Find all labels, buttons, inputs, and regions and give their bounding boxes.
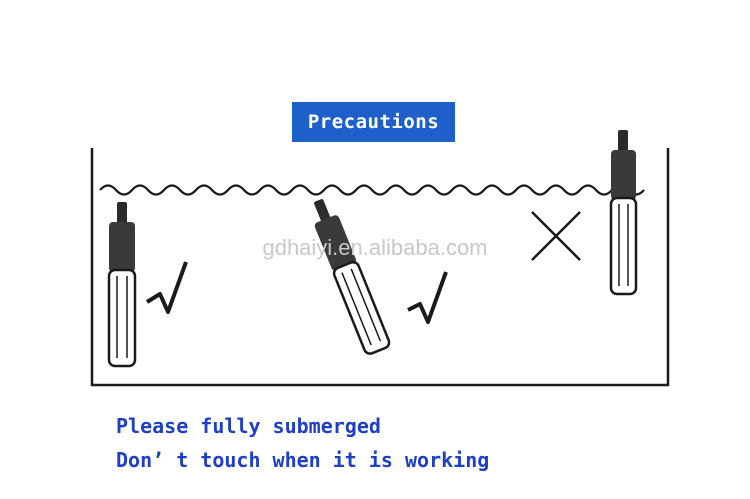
watermark: gdhaiyi.en.alibaba.com: [262, 235, 488, 260]
heater-submerged-tilted: [314, 199, 391, 355]
check-icon: [145, 261, 188, 314]
tank-outline: [90, 148, 670, 387]
check-icon: [407, 271, 448, 324]
cross-icon: [531, 211, 581, 261]
note-submerge: Please fully submerged: [116, 414, 381, 438]
precautions-title: Precautions: [292, 102, 455, 142]
note-dont-touch: Don’ t touch when it is working: [116, 448, 490, 472]
heater-partially-submerged: [609, 130, 638, 296]
water-surface: [99, 184, 645, 196]
heater-submerged-vertical: [107, 202, 137, 368]
